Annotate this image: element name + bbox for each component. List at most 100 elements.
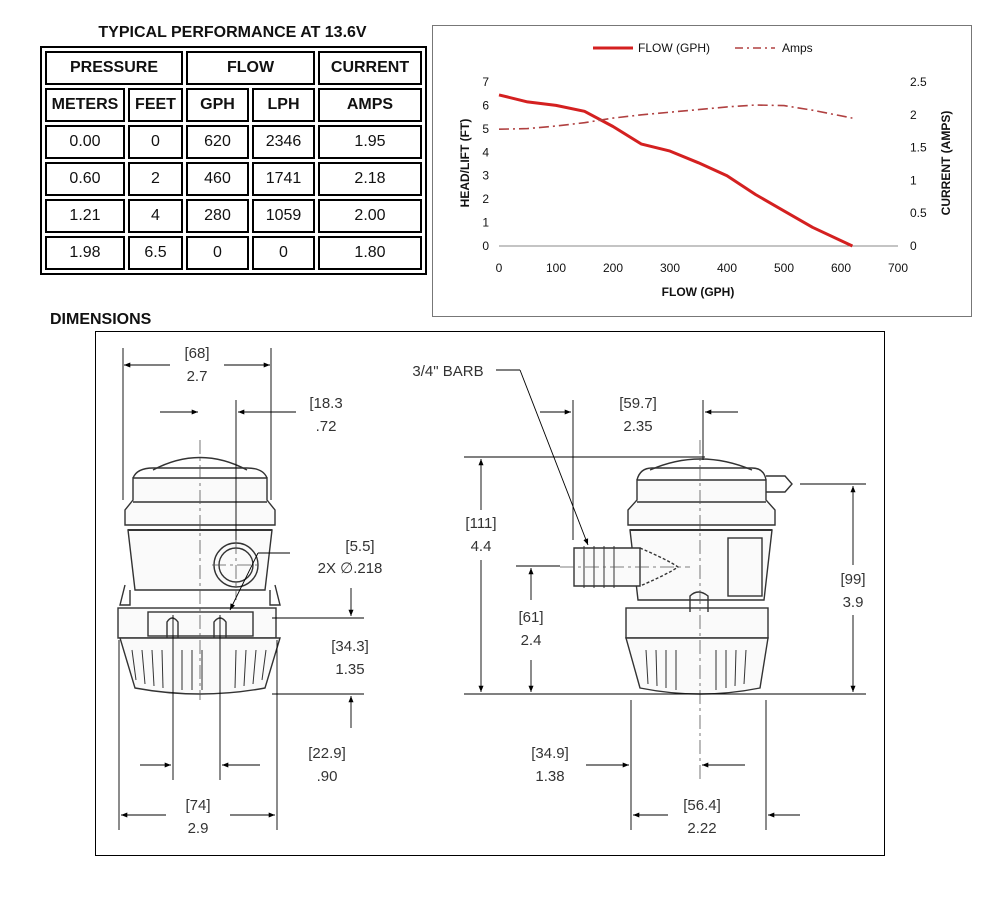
table-row: 1.98 6.5 0 0 1.80: [45, 236, 422, 270]
table-cell: 0.60: [45, 162, 125, 196]
dim-top-offset-mm: [59.7]: [619, 395, 657, 412]
y2-tick-label: 1: [910, 173, 917, 187]
performance-table: PRESSURE FLOW CURRENT METERS FEET GPH LP…: [40, 46, 427, 275]
table-cell: 460: [186, 162, 249, 196]
y-tick-label: 1: [482, 216, 489, 230]
table-row: 0.60 2 460 1741 2.18: [45, 162, 422, 196]
column-header-amps: AMPS: [318, 88, 422, 122]
dim-base-width-in: 2.9: [188, 820, 209, 837]
x-axis-label: FLOW (GPH): [662, 285, 735, 299]
y-tick-label: 2: [482, 192, 489, 206]
front-view-pump: [117, 456, 281, 695]
table-cell: 2: [128, 162, 183, 196]
table-cell: 2.00: [318, 199, 422, 233]
x-tick-label: 0: [496, 261, 503, 275]
group-header-pressure: PRESSURE: [45, 51, 183, 85]
front-mount-tab-left: [166, 617, 179, 640]
side-label-panel: [727, 537, 763, 597]
y-tick-label: 4: [482, 145, 489, 159]
side-mid-body: [629, 529, 773, 601]
column-header-lph: LPH: [252, 88, 315, 122]
dimensions-title: DIMENSIONS: [50, 311, 152, 328]
dim-cap-height-in: 3.9: [843, 594, 864, 611]
y-tick-label: 0: [482, 239, 489, 253]
table-cell: 280: [186, 199, 249, 233]
x-tick-label: 300: [660, 261, 680, 275]
dim-outlet-offset-in: .72: [316, 418, 337, 435]
group-header-current: CURRENT: [318, 51, 422, 85]
dim-width-top-mm: [68]: [184, 345, 209, 362]
dim-barb-height-mm: [61]: [518, 609, 543, 626]
dim-base-height-mm: [34.3]: [331, 638, 369, 655]
dim-width-top-in: 2.7: [187, 368, 208, 385]
x-tick-label: 600: [831, 261, 851, 275]
front-cap-dome: [152, 456, 248, 471]
table-cell: 1.98: [45, 236, 125, 270]
dim-hole-spacing-mm: [22.9]: [308, 745, 346, 762]
dimensions-frame: [95, 331, 885, 856]
x-tick-label: 100: [546, 261, 566, 275]
dim-hole-spacing-in: .90: [317, 768, 338, 785]
y2-tick-label: 2: [910, 108, 917, 122]
y-tick-label: 5: [482, 122, 489, 136]
dim-outlet-offset-mm: [18.3: [309, 395, 342, 412]
column-header-feet: FEET: [128, 88, 183, 122]
table-cell: 620: [186, 125, 249, 159]
table-cell: 0: [128, 125, 183, 159]
side-cap-nipple: [766, 475, 793, 493]
table-cell: 4: [128, 199, 183, 233]
y-axis-label: HEAD/LIFT (FT): [458, 119, 472, 208]
table-cell: 0: [186, 236, 249, 270]
table-cell: 1.95: [318, 125, 422, 159]
dim-barb-offset-mm: [34.9]: [531, 745, 569, 762]
column-header-meters: METERS: [45, 88, 125, 122]
y2-tick-label: 1.5: [910, 141, 927, 155]
table-cell: 6.5: [128, 236, 183, 270]
flow-series-line: [498, 93, 854, 248]
dim-base-height-in: 1.35: [335, 661, 364, 678]
amps-series-line: [498, 104, 853, 130]
performance-table-title: TYPICAL PERFORMANCE AT 13.6V: [98, 24, 367, 41]
front-strainer-collar: [117, 607, 277, 639]
dim-base-depth-in: 2.22: [687, 820, 716, 837]
y2-axis-label: CURRENT (AMPS): [939, 111, 953, 216]
dim-barb-offset-in: 1.38: [535, 768, 564, 785]
table-cell: 1059: [252, 199, 315, 233]
dim-hole-dia-mm: [5.5]: [345, 538, 374, 555]
legend-flow-label: FLOW (GPH): [638, 41, 710, 55]
dim-overall-height-in: 4.4: [471, 538, 492, 555]
x-tick-label: 200: [603, 261, 623, 275]
legend-amps-label: Amps: [782, 41, 813, 55]
table-cell: 0.00: [45, 125, 125, 159]
side-strainer-slots: [645, 649, 747, 690]
table-row: 0.00 0 620 2346 1.95: [45, 125, 422, 159]
y-tick-label: 7: [482, 75, 489, 89]
table-cell: 0: [252, 236, 315, 270]
table-column-header-row: METERS FEET GPH LPH AMPS: [45, 88, 422, 122]
table-cell: 2346: [252, 125, 315, 159]
table-row: 1.21 4 280 1059 2.00: [45, 199, 422, 233]
table-group-header-row: PRESSURE FLOW CURRENT: [45, 51, 422, 85]
front-strainer-slots: [131, 649, 267, 690]
y2-tick-label: 0: [910, 239, 917, 253]
barb-label: 3/4" BARB: [412, 363, 483, 380]
dim-cap-height-mm: [99]: [840, 571, 865, 588]
column-header-gph: GPH: [186, 88, 249, 122]
x-tick-label: 400: [717, 261, 737, 275]
side-strainer-collar: [625, 607, 769, 639]
table-cell: 2.18: [318, 162, 422, 196]
dim-overall-height-mm: [111]: [465, 515, 496, 532]
dim-hole-dia-in: 2X ∅.218: [318, 560, 383, 577]
x-tick-label: 500: [774, 261, 794, 275]
table-cell: 1.21: [45, 199, 125, 233]
y-tick-label: 3: [482, 169, 489, 183]
table-cell: 1.80: [318, 236, 422, 270]
dim-top-offset-in: 2.35: [623, 418, 652, 435]
side-view-pump: [573, 458, 793, 695]
y-tick-label: 6: [482, 98, 489, 112]
dim-base-depth-mm: [56.4]: [683, 797, 721, 814]
group-header-flow: FLOW: [186, 51, 315, 85]
side-cap-dome: [649, 458, 753, 471]
